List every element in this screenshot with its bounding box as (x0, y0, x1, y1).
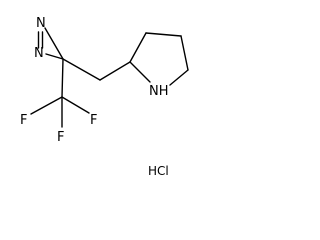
bond-c-f-right (61, 96, 90, 114)
bond-c-cf3 (61, 58, 64, 98)
atom-f-bottom: F (57, 130, 64, 145)
bond-pyr-2 (145, 32, 182, 37)
bond-pyr-5 (129, 61, 151, 83)
atom-n-mid: N (34, 46, 44, 61)
atom-f-right: F (90, 113, 97, 128)
bond-nmid-c (45, 53, 64, 60)
bond-ntop-c (44, 27, 64, 60)
bond-pyr-1 (129, 32, 147, 63)
bond-pyr-4 (169, 69, 189, 86)
bond-pyr-3 (180, 35, 189, 71)
structure-diagram: N N NH F F F HCl (20, 16, 189, 178)
bond-c-ch2 (62, 58, 101, 81)
salt-label: HCl (148, 164, 169, 178)
atom-f-left: F (20, 113, 27, 128)
bond-c-f-left (30, 96, 63, 115)
atom-n-top: N (36, 16, 46, 31)
bond-ch2-ring (99, 61, 131, 81)
atom-nh: NH (149, 84, 169, 99)
